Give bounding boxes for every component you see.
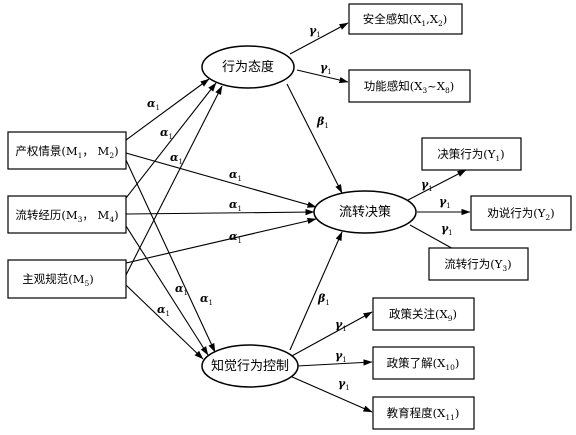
label-alpha: α1 <box>147 97 160 112</box>
node-x10: 政策了解(X10) <box>372 346 475 380</box>
edge-m34-attitude <box>125 82 217 199</box>
node-y1-label: 决策行为(Y1) <box>437 147 504 163</box>
label-gamma: γ1 <box>335 318 347 333</box>
label-beta: β1 <box>316 115 329 130</box>
label-gamma: γ1 <box>309 24 321 39</box>
node-x9-label: 政策关注(X9) <box>389 307 457 323</box>
node-x38: 功能感知(X3~X8) <box>348 69 471 103</box>
edge-labels: α1 α1 α1 α1 α1 α1 α1 α1 α1 β1 β1 γ1 γ1 γ… <box>147 24 453 392</box>
node-m12-label: 产权情景(M1， M2) <box>15 144 118 160</box>
node-y2-label: 劝说行为(Y2) <box>487 206 554 222</box>
edge-m12-control <box>125 159 216 353</box>
node-x12-label: 安全感知(X1,X2) <box>363 12 448 28</box>
node-y3-label: 流转行为(Y3) <box>444 257 511 273</box>
label-alpha: α1 <box>160 126 173 141</box>
edge-decision-y1 <box>407 169 467 201</box>
edge-m34-decision <box>125 208 315 216</box>
node-m5: 主观规范(M5) <box>7 259 127 299</box>
edge-attitude-decision <box>286 83 343 194</box>
node-x11: 教育程度(X11) <box>372 396 475 430</box>
label-alpha: α1 <box>229 230 242 245</box>
edge-m5-control <box>125 284 204 360</box>
edge-m12-decision <box>125 152 317 208</box>
node-attitude-label: 行为态度 <box>222 59 274 75</box>
label-alpha: α1 <box>157 303 170 318</box>
node-m5-label: 主观规范(M5) <box>22 272 94 288</box>
label-alpha: α1 <box>229 198 242 213</box>
node-x10-label: 政策了解(X10) <box>387 356 460 372</box>
node-control-label: 知觉行为控制 <box>211 358 289 374</box>
node-y1: 决策行为(Y1) <box>421 137 522 171</box>
node-decision-label: 流转决策 <box>339 204 391 220</box>
label-beta: β1 <box>317 292 330 307</box>
node-x9: 政策关注(X9) <box>372 297 475 331</box>
label-alpha: α1 <box>170 151 183 166</box>
edge-m5-decision <box>125 217 317 264</box>
node-y2: 劝说行为(Y2) <box>470 195 572 231</box>
node-x11-label: 教育程度(X11) <box>387 406 460 422</box>
node-y3: 流转行为(Y3) <box>428 247 529 281</box>
label-gamma: γ1 <box>439 195 451 210</box>
edge-control-x10 <box>296 359 373 367</box>
edge-control-x11 <box>289 375 373 413</box>
edges <box>125 22 471 413</box>
label-gamma: γ1 <box>441 222 453 237</box>
label-gamma: γ1 <box>338 377 350 392</box>
label-gamma: γ1 <box>335 349 347 364</box>
node-control: 知觉行为控制 <box>201 344 299 388</box>
edge-control-decision <box>289 231 343 351</box>
edge-m5-attitude <box>125 85 223 276</box>
node-x38-label: 功能感知(X3~X8) <box>364 79 455 95</box>
node-m34-label: 流转经历(M3， M4) <box>15 208 118 224</box>
label-alpha: α1 <box>229 168 242 183</box>
label-gamma: γ1 <box>320 61 332 76</box>
label-gamma: γ1 <box>421 178 433 193</box>
label-alpha: α1 <box>200 292 213 307</box>
edge-attitude-x38 <box>296 69 349 84</box>
label-alpha: α1 <box>175 282 188 297</box>
edge-control-x9 <box>289 311 373 358</box>
node-m34: 流转经历(M3， M4) <box>7 195 127 234</box>
edge-m12-attitude <box>125 78 210 141</box>
node-x12: 安全感知(X1,X2) <box>348 3 463 35</box>
node-attitude: 行为态度 <box>201 45 295 89</box>
node-m12: 产权情景(M1， M2) <box>7 131 127 170</box>
node-decision: 流转决策 <box>313 190 417 234</box>
edge-attitude-x12 <box>289 22 349 55</box>
edge-m34-control <box>125 225 209 356</box>
